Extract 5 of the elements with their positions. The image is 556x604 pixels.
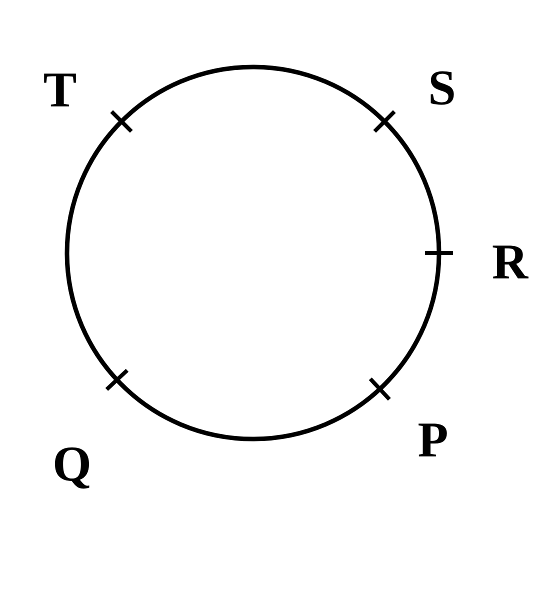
point-label: Q xyxy=(55,447,90,489)
point-label: P xyxy=(418,424,447,456)
point-label: S xyxy=(430,71,454,105)
point-label: R xyxy=(492,246,528,278)
point-label: T xyxy=(44,74,76,106)
